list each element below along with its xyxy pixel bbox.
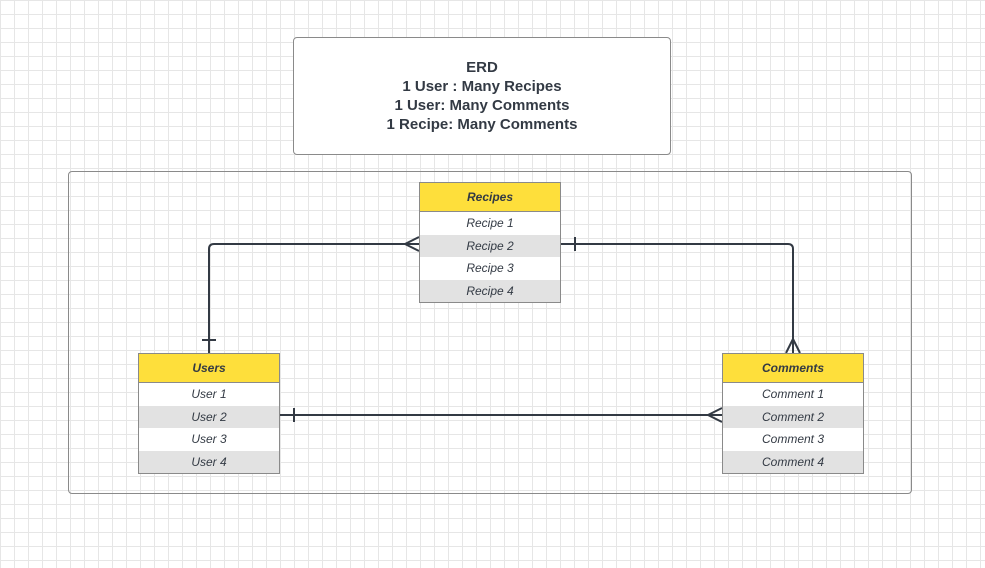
users-row[interactable]: User 2	[139, 405, 279, 428]
comments-table[interactable]: Comments Comment 1 Comment 2 Comment 3 C…	[722, 353, 864, 474]
comments-row[interactable]: Comment 3	[761, 432, 825, 447]
erd-title-box: ERD 1 User : Many Recipes 1 User: Many C…	[293, 37, 671, 155]
recipes-row[interactable]: Recipe 3	[466, 261, 514, 276]
title-line-recipe-comments: 1 Recipe: Many Comments	[386, 116, 578, 133]
recipes-row[interactable]: Recipe 4	[420, 279, 560, 302]
title-line-user-comments: 1 User: Many Comments	[394, 97, 570, 114]
connector-line-recipes-comments	[561, 243, 794, 353]
comments-row[interactable]: Comment 2	[723, 405, 863, 428]
recipes-row[interactable]: Recipe 2	[420, 234, 560, 257]
users-row[interactable]: User 1	[191, 387, 227, 402]
relation-recipes-comments[interactable]	[561, 237, 801, 354]
crowfoot-recipes	[404, 236, 420, 252]
recipes-table-header[interactable]: Recipes	[420, 183, 560, 212]
users-table[interactable]: Users User 1 User 2 User 3 User 4	[138, 353, 280, 474]
diagram-frame	[68, 171, 912, 494]
comments-row[interactable]: Comment 1	[761, 387, 825, 402]
recipes-table[interactable]: Recipes Recipe 1 Recipe 2 Recipe 3 Recip…	[419, 182, 561, 303]
relation-users-recipes[interactable]	[202, 236, 420, 353]
title-line-user-recipes: 1 User : Many Recipes	[402, 78, 562, 95]
connector-line-users-recipes	[208, 243, 419, 353]
title-line-heading: ERD	[466, 59, 498, 76]
relation-users-comments[interactable]	[280, 407, 723, 423]
recipes-row[interactable]: Recipe 1	[466, 216, 514, 231]
users-row[interactable]: User 3	[191, 432, 227, 447]
crowfoot-comments-top	[785, 338, 801, 354]
users-row[interactable]: User 4	[139, 450, 279, 473]
crowfoot-comments-left	[707, 407, 723, 423]
comments-table-header[interactable]: Comments	[723, 354, 863, 383]
comments-row[interactable]: Comment 4	[723, 450, 863, 473]
users-table-header[interactable]: Users	[139, 354, 279, 383]
